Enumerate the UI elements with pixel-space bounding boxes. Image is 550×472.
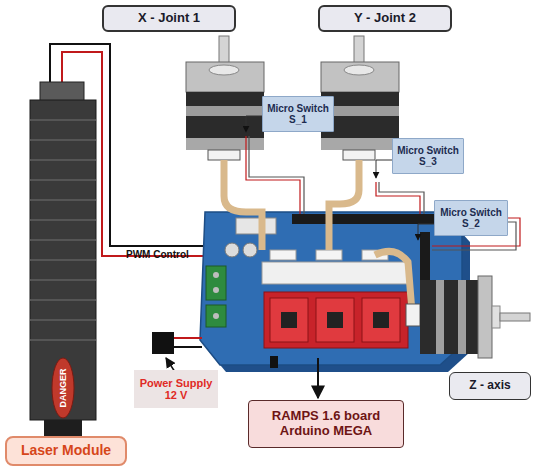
laser-cap [40,82,84,102]
module-label-box: Laser Module [5,436,127,466]
board-label-box: RAMPS 1.6 board Arduino MEGA [248,400,404,448]
motor-header [270,250,296,260]
node-text: X - Joint 1 [108,11,230,26]
switch-wire [246,136,300,214]
power-wire [174,337,202,339]
node-text: Power Supply 12 V [138,377,214,402]
capacitor [243,243,257,257]
motor-shaft [500,313,530,321]
pointer-arrow [317,358,319,398]
motor-cable [329,160,359,250]
power-jack [152,332,174,354]
motor-band [436,280,444,354]
fuse-block [236,218,276,234]
switch-label-box: Micro Switch S_1 [262,96,334,132]
pin-header [292,214,442,224]
axis-label-box: Y - Joint 2 [318,5,452,32]
stepper-driver [316,298,354,342]
stepper-driver [270,298,308,342]
node-text: Micro Switch S_3 [397,145,459,167]
motor-boss [492,306,500,328]
switch-wire [249,136,304,214]
node-text: Micro Switch S_2 [439,207,503,229]
driver-chip [373,312,389,328]
node-text: Y - Joint 2 [324,11,446,26]
warning-text: DANGER [58,368,68,407]
node-text: Micro Switch S_1 [267,103,329,125]
stepper-motor [186,36,264,160]
switch-leader [376,160,392,178]
driver-chip [281,312,297,328]
power-wire [174,346,202,348]
motor-flange [478,276,492,358]
axis-label-box: X - Joint 1 [102,5,236,32]
screw [213,313,219,319]
motor-header [316,250,342,260]
node-text: RAMPS 1.6 board Arduino MEGA [253,409,399,438]
switch-label-box: Micro Switch S_2 [434,200,508,236]
switch-wire [376,182,420,214]
node-text: Z - axis [454,379,526,392]
stepper-driver [362,298,400,342]
switch-leader [418,224,434,240]
screw-terminal [206,266,226,300]
screw-terminal [206,305,226,327]
reset-button [270,356,278,368]
motor-body [420,280,478,354]
laser-body [30,100,96,420]
motor-cable [375,251,412,312]
node-text: Laser Module [11,443,121,459]
motor-connector [406,304,420,326]
motor-cable [224,160,262,250]
switch-leader [246,116,262,132]
driver-chip [327,312,343,328]
power-label-box: Power Supply 12 V [134,370,218,408]
signal-label: PWM Control [126,249,189,260]
screw [213,272,219,278]
driver-socket [262,262,408,284]
driver-strip [264,292,408,348]
switch-label-box: Micro Switch S_3 [392,138,464,174]
heatsink-fins [30,120,96,340]
switch-wire [379,182,424,214]
axis-label-box: Z - axis [449,372,531,400]
warning-plate [52,358,74,418]
capacitor [225,243,239,257]
motor-band [458,280,466,354]
screw [213,287,219,293]
